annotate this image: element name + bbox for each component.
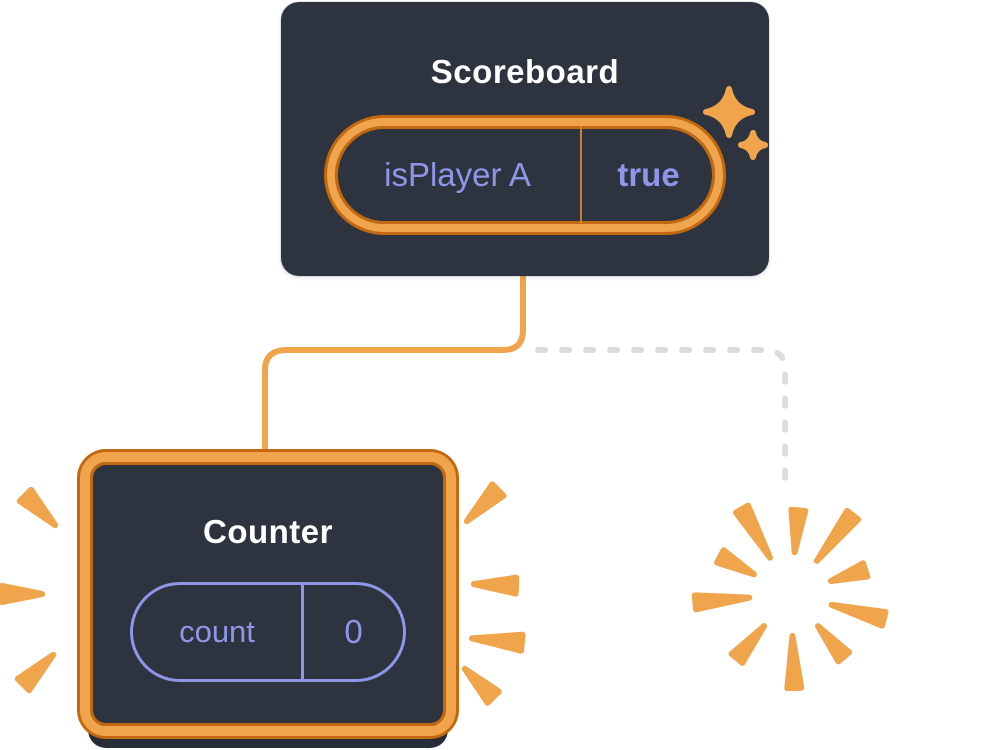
poof-ray bbox=[732, 502, 773, 561]
emphasis-rays-left-icon bbox=[0, 486, 59, 694]
poof-ray bbox=[813, 507, 862, 564]
pill-divider bbox=[580, 126, 582, 224]
counter-state-pill: count 0 bbox=[130, 582, 406, 682]
poof-ray bbox=[814, 623, 853, 665]
poof-ray bbox=[788, 506, 809, 556]
poof-burst-icon bbox=[691, 502, 889, 692]
scoreboard-title: Scoreboard bbox=[430, 53, 620, 90]
emphasis-ray bbox=[468, 631, 526, 654]
counter-title: Counter bbox=[203, 513, 333, 550]
emphasis-ray bbox=[470, 574, 520, 597]
counter-state-value: 0 bbox=[344, 613, 363, 650]
poof-ray bbox=[827, 560, 871, 585]
emphasis-rays-right-icon bbox=[461, 481, 526, 706]
scoreboard-state-value: true bbox=[617, 156, 680, 193]
counter-component-box: Counter count 0 bbox=[80, 452, 456, 736]
solid-connector-line bbox=[262, 271, 526, 459]
poof-ray bbox=[728, 623, 768, 666]
poof-ray bbox=[828, 601, 889, 629]
dashed-connector-line bbox=[535, 347, 788, 487]
poof-ray bbox=[784, 632, 805, 692]
scoreboard-state-pill: isPlayer A true bbox=[327, 118, 723, 232]
pill-divider bbox=[301, 585, 304, 679]
emphasis-ray bbox=[461, 665, 502, 706]
emphasis-ray bbox=[463, 481, 507, 525]
poof-ray bbox=[691, 592, 753, 613]
poof-ray bbox=[714, 547, 757, 578]
emphasis-ray bbox=[0, 583, 45, 605]
emphasis-ray bbox=[16, 486, 59, 529]
counter-state-label: count bbox=[179, 614, 255, 649]
scoreboard-state-label: isPlayer A bbox=[384, 156, 531, 193]
emphasis-ray bbox=[14, 651, 57, 694]
scoreboard-component-box: Scoreboard isPlayer A true bbox=[281, 2, 769, 276]
